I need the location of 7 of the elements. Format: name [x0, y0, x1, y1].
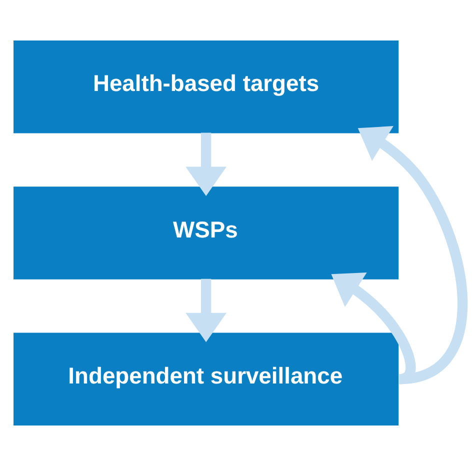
arrow — [185, 278, 226, 342]
node-box: Health-based targets — [13, 40, 398, 133]
node-box: Independent surveillance — [13, 332, 398, 426]
arrow — [185, 132, 226, 196]
node-box: WSPs — [13, 186, 398, 279]
arrow — [330, 272, 416, 384]
arrow — [357, 126, 467, 384]
